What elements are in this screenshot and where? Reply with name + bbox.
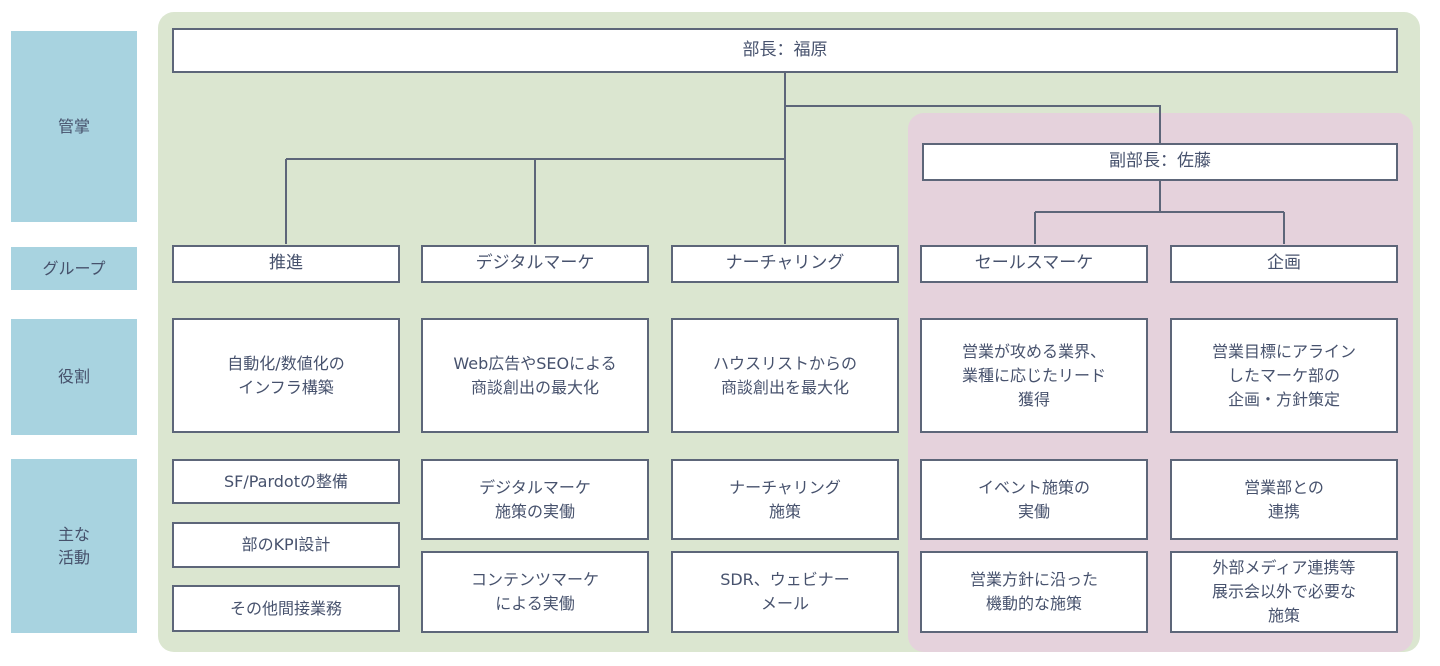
activity-box: デジタルマーケ 施策の実働: [421, 459, 649, 540]
role-box-sales-marketing: 営業が攻める業界、 業種に応じたリード 獲得: [920, 318, 1148, 433]
row-label-role: 役割: [11, 319, 137, 435]
row-label-main-activities: 主な 活動: [11, 459, 137, 633]
group-box-sales-marketing: セールスマーケ: [920, 245, 1148, 283]
row-label-group: グループ: [11, 247, 137, 290]
group-box-suishin: 推進: [172, 245, 400, 283]
activity-box: イベント施策の 実働: [920, 459, 1148, 540]
manager-box: 部長：福原: [172, 28, 1398, 73]
activity-box: 営業部との 連携: [1170, 459, 1398, 540]
activity-box: SDR、ウェビナー メール: [671, 551, 899, 633]
role-box-nurturing: ハウスリストからの 商談創出を最大化: [671, 318, 899, 433]
activity-box: ナーチャリング 施策: [671, 459, 899, 540]
activity-box: 部のKPI設計: [172, 522, 400, 568]
activity-box: 外部メディア連携等 展示会以外で必要な 施策: [1170, 551, 1398, 633]
activity-box: SF/Pardotの整備: [172, 459, 400, 504]
group-box-digital-marketing: デジタルマーケ: [421, 245, 649, 283]
activity-box: コンテンツマーケ による実働: [421, 551, 649, 633]
deputy-manager-box: 副部長：佐藤: [922, 143, 1398, 181]
row-label-jurisdiction: 管掌: [11, 31, 137, 222]
activity-box: 営業方針に沿った 機動的な施策: [920, 551, 1148, 633]
role-box-planning: 営業目標にアライン したマーケ部の 企画・方針策定: [1170, 318, 1398, 433]
group-box-planning: 企画: [1170, 245, 1398, 283]
role-box-digital-marketing: Web広告やSEOによる 商談創出の最大化: [421, 318, 649, 433]
activity-box: その他間接業務: [172, 585, 400, 632]
group-box-nurturing: ナーチャリング: [671, 245, 899, 283]
role-box-suishin: 自動化/数値化の インフラ構築: [172, 318, 400, 433]
